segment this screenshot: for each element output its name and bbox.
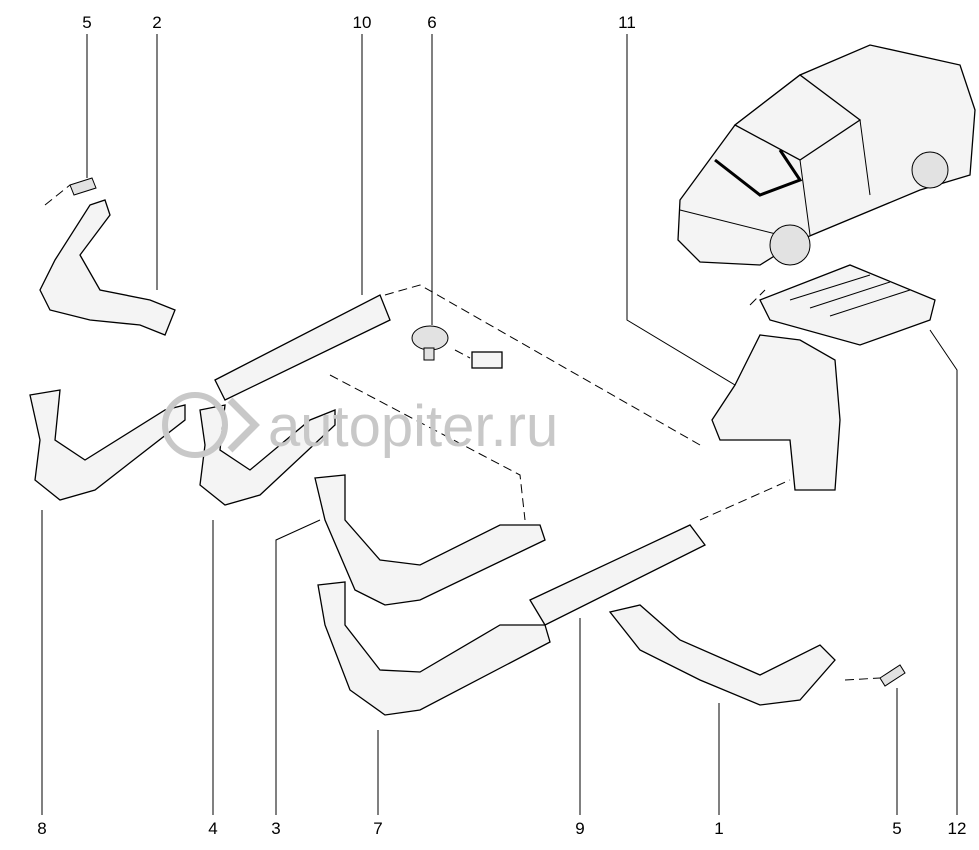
watermark-text: autopiter.ru xyxy=(268,394,558,459)
vehicle-illustration xyxy=(677,44,976,266)
part-7-duct xyxy=(317,581,551,716)
callout-11: 11 xyxy=(618,13,636,32)
assembly-lines xyxy=(44,184,881,681)
watermark: autopiter.ru xyxy=(162,392,558,459)
watermark-logo-icon xyxy=(162,392,228,458)
callout-7: 7 xyxy=(373,819,382,838)
callout-2: 2 xyxy=(152,13,161,32)
part-10-duct xyxy=(214,294,391,401)
callout-12: 12 xyxy=(948,819,967,838)
part-3-duct xyxy=(314,474,546,606)
part-1-duct xyxy=(608,604,836,706)
callout-10: 10 xyxy=(353,13,372,32)
callout-3: 3 xyxy=(271,819,280,838)
part-11-central-duct xyxy=(711,334,841,491)
part-2-duct xyxy=(39,199,176,336)
callout-5-top: 5 xyxy=(82,13,91,32)
leader-lines xyxy=(41,34,958,815)
watermark-arrow-icon xyxy=(227,397,260,453)
part-5-bolt-top xyxy=(69,177,97,196)
callout-9: 9 xyxy=(575,819,584,838)
callout-8: 8 xyxy=(37,819,46,838)
part-9-duct xyxy=(529,524,706,626)
part-6-clip xyxy=(411,325,503,369)
callout-1: 1 xyxy=(714,819,723,838)
part-5-bolt-bottom xyxy=(879,664,906,687)
callout-5-bottom: 5 xyxy=(892,819,901,838)
callout-6: 6 xyxy=(427,13,436,32)
part-12-air-duct-panel xyxy=(759,264,936,346)
part-8-duct xyxy=(29,389,186,501)
callout-4: 4 xyxy=(208,819,217,838)
